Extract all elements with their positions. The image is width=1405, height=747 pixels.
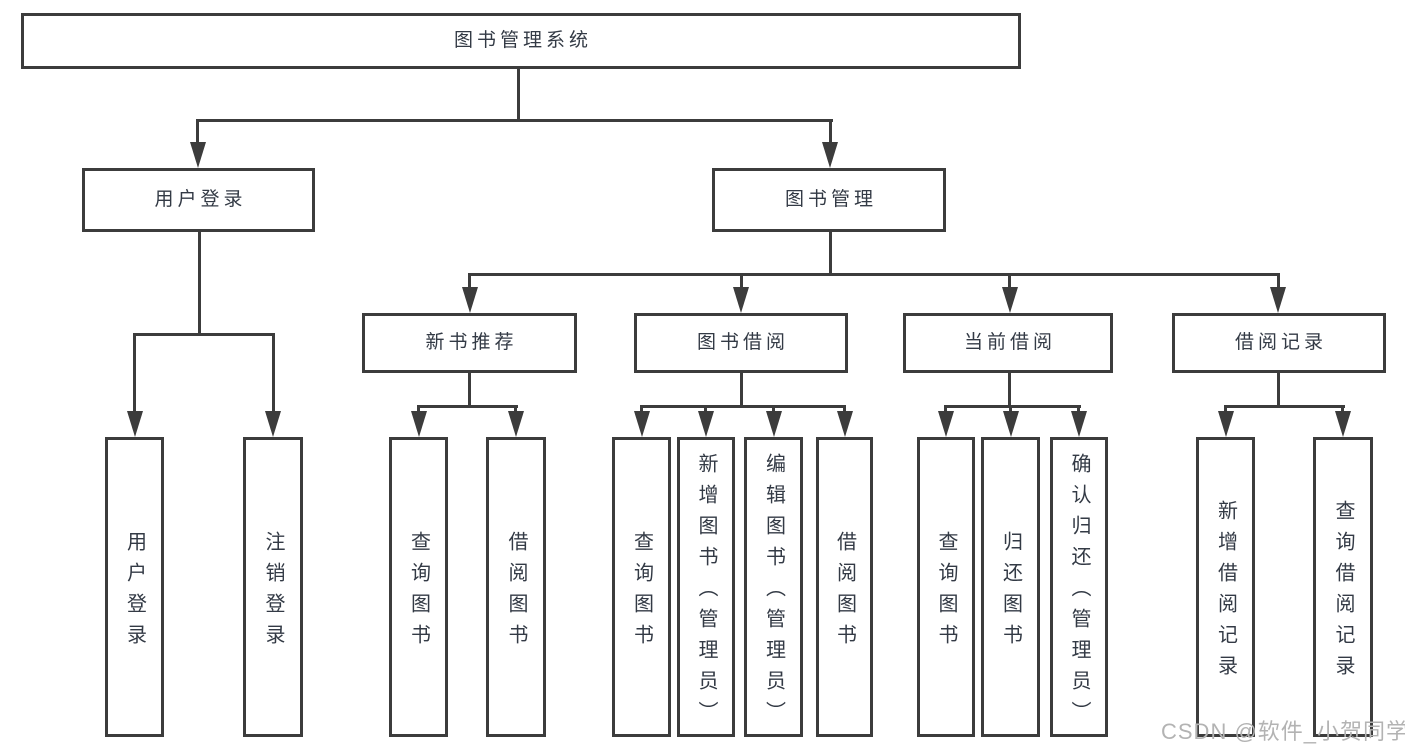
arrowhead-icon — [1218, 411, 1234, 437]
csdn-watermark: CSDN @软件_小贺同学 — [1161, 719, 1405, 744]
leaf-bor-edit-book: 编辑图书（管理员） — [744, 437, 803, 737]
node-user-login: 用户登录 — [82, 168, 315, 232]
leaf-add-borrow-record-label: 新增借阅记录 — [1214, 499, 1237, 686]
arrowhead-icon — [1071, 411, 1087, 437]
leaf-rec-borrow-book: 借阅图书 — [486, 437, 546, 737]
leaf-cur-confirm-return-label: 确认归还（管理员） — [1068, 453, 1090, 732]
node-new-book-rec: 新书推荐 — [362, 313, 577, 373]
line — [417, 405, 420, 415]
line — [1277, 373, 1280, 408]
node-current-borrow: 当前借阅 — [903, 313, 1113, 373]
arrowhead-icon — [634, 411, 650, 437]
leaf-query-borrow-record: 查询借阅记录 — [1313, 437, 1373, 737]
line — [640, 405, 846, 408]
line — [133, 333, 136, 415]
line — [1008, 273, 1011, 291]
line — [417, 405, 518, 408]
leaf-bor-query-book-label: 查询图书 — [630, 530, 653, 655]
node-user-login-label: 用户登录 — [154, 188, 247, 210]
line — [468, 273, 1280, 276]
node-book-borrow-label: 图书借阅 — [696, 331, 789, 353]
leaf-user-login-label: 用户登录 — [123, 530, 146, 655]
line — [704, 405, 707, 415]
line — [517, 69, 520, 121]
leaf-cur-query-book-label: 查询图书 — [935, 530, 957, 655]
node-root: 图书管理系统 — [21, 13, 1021, 69]
leaf-bor-add-book-label: 新增图书（管理员） — [695, 453, 717, 732]
line — [198, 231, 201, 335]
line — [1341, 405, 1344, 415]
arrowhead-icon — [265, 411, 281, 437]
leaf-logout: 注销登录 — [243, 437, 303, 737]
leaf-bor-add-book: 新增图书（管理员） — [677, 437, 735, 737]
leaf-logout-label: 注销登录 — [262, 530, 284, 655]
line — [272, 333, 275, 415]
line — [843, 405, 846, 415]
leaf-rec-query-book: 查询图书 — [389, 437, 448, 737]
node-current-borrow-label: 当前借阅 — [963, 331, 1056, 353]
line — [1008, 373, 1011, 408]
line — [640, 405, 643, 415]
leaf-cur-confirm-return: 确认归还（管理员） — [1050, 437, 1108, 737]
arrowhead-icon — [127, 411, 143, 437]
line — [740, 273, 743, 291]
leaf-add-borrow-record: 新增借阅记录 — [1196, 437, 1255, 737]
node-book-mgmt-label: 图书管理 — [784, 188, 877, 210]
leaf-cur-query-book: 查询图书 — [917, 437, 975, 737]
line — [468, 373, 471, 408]
line — [740, 373, 743, 408]
leaf-bor-query-book: 查询图书 — [612, 437, 671, 737]
leaf-rec-borrow-book-label: 借阅图书 — [505, 530, 527, 655]
node-book-borrow: 图书借阅 — [634, 313, 848, 373]
arrowhead-icon — [462, 287, 478, 313]
arrowhead-icon — [938, 411, 954, 437]
line — [133, 333, 275, 336]
line — [944, 405, 947, 415]
arrowhead-icon — [766, 411, 782, 437]
arrowhead-icon — [822, 142, 838, 168]
line — [829, 231, 832, 275]
arrowhead-icon — [508, 411, 524, 437]
arrowhead-icon — [190, 142, 206, 168]
arrowhead-icon — [837, 411, 853, 437]
line — [514, 405, 517, 415]
arrowhead-icon — [698, 411, 714, 437]
line — [196, 119, 833, 122]
line — [196, 119, 199, 152]
line — [1277, 273, 1280, 291]
node-borrow-record-label: 借阅记录 — [1234, 331, 1327, 353]
line — [1077, 405, 1080, 415]
leaf-bor-edit-book-label: 编辑图书（管理员） — [762, 453, 785, 732]
line — [1009, 405, 1012, 415]
line — [772, 405, 775, 415]
leaf-cur-return-book: 归还图书 — [981, 437, 1040, 737]
leaf-cur-return-book-label: 归还图书 — [999, 530, 1022, 655]
leaf-rec-query-book-label: 查询图书 — [407, 530, 430, 655]
node-borrow-record: 借阅记录 — [1172, 313, 1386, 373]
node-root-label: 图书管理系统 — [453, 29, 592, 51]
leaf-query-borrow-record-label: 查询借阅记录 — [1332, 499, 1354, 686]
leaf-user-login: 用户登录 — [105, 437, 164, 737]
arrowhead-icon — [1002, 287, 1018, 313]
node-new-book-rec-label: 新书推荐 — [425, 331, 518, 353]
leaf-bor-borrow-book-label: 借阅图书 — [833, 530, 856, 655]
arrowhead-icon — [1003, 411, 1019, 437]
line — [944, 405, 1081, 408]
arrowhead-icon — [411, 411, 427, 437]
line — [829, 119, 832, 152]
arrowhead-icon — [1270, 287, 1286, 313]
node-book-mgmt: 图书管理 — [712, 168, 946, 232]
line — [468, 273, 471, 291]
arrowhead-icon — [1335, 411, 1351, 437]
line — [1224, 405, 1227, 415]
line — [1224, 405, 1345, 408]
arrowhead-icon — [733, 287, 749, 313]
leaf-bor-borrow-book: 借阅图书 — [816, 437, 873, 737]
